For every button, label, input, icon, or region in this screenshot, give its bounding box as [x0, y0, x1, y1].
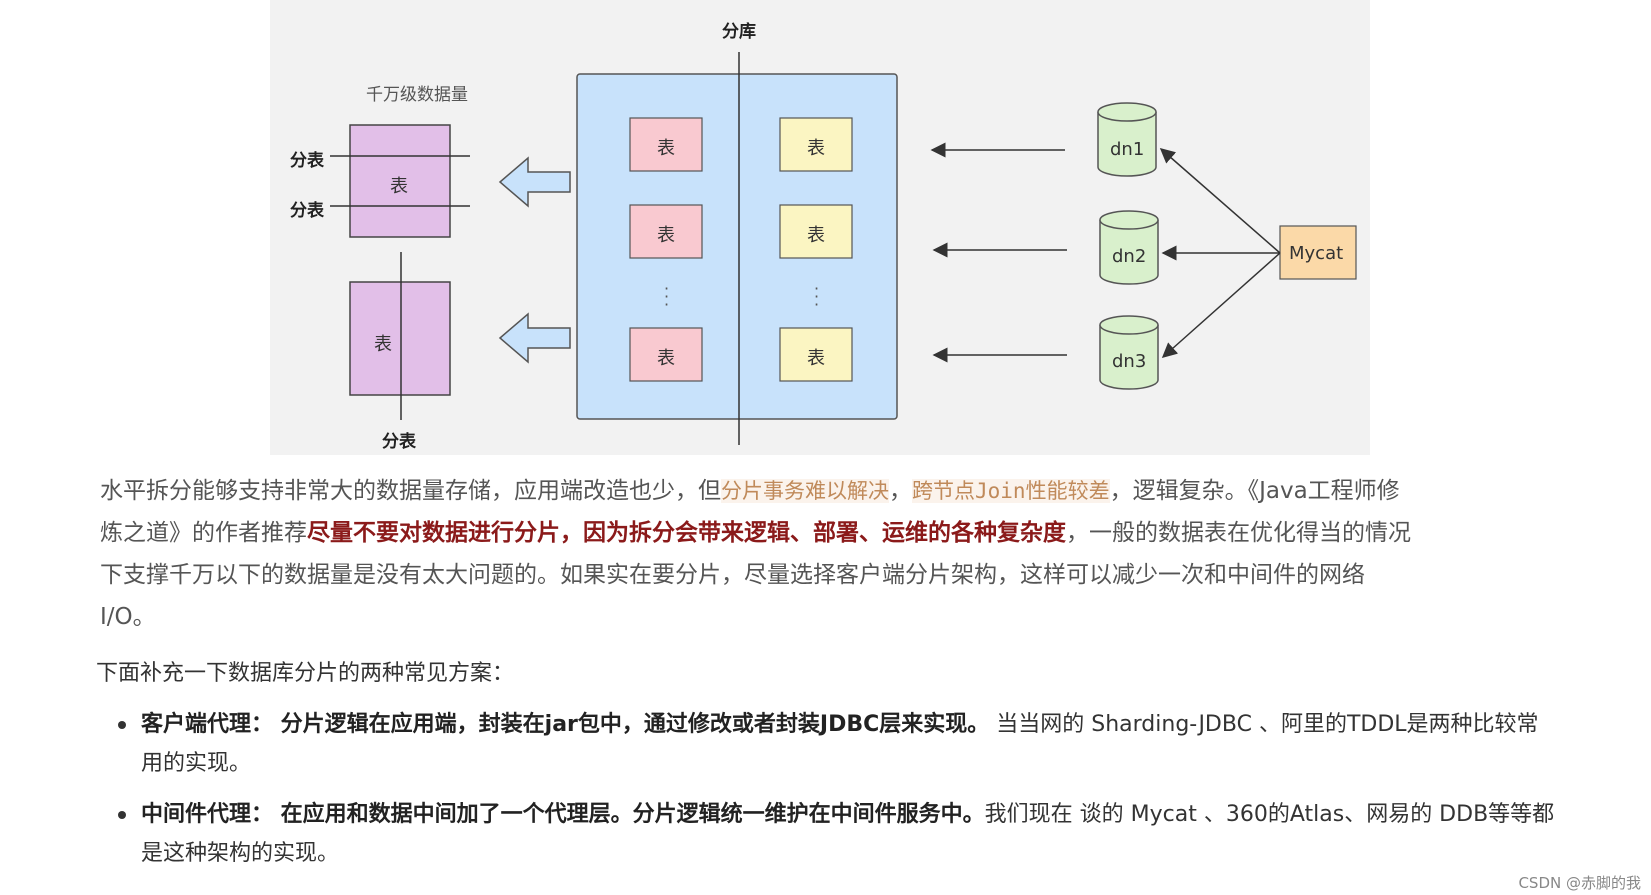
table-label-purple-2: 表: [374, 334, 392, 355]
intro-text: 下面补充一下数据库分片的两种常见方案：: [96, 661, 515, 686]
list-item-text: 我们现在 谈的 Mycat 、360的Atlas、网易的 DDB等等都是这种架构…: [141, 802, 1555, 866]
table-label-purple-1: 表: [390, 176, 408, 197]
list-item-bold: 客户端代理： 分片逻辑在应用端，封装在jar包中，通过修改或者封装JDBC层来实…: [141, 712, 990, 737]
quote-part3: ，一般的数据表在优化得当的情况下支撑千万以下的数据量是没有太大问题的。如果实在要…: [100, 520, 1411, 630]
table-label-yellow-1: 表: [807, 138, 825, 159]
arrow-left-2: [498, 312, 571, 364]
arrow-mycat-dn1: [1159, 148, 1281, 254]
list-item: 中间件代理： 在应用和数据中间加了一个代理层。分片逻辑统一维护在中间件服务中。我…: [96, 795, 1556, 873]
csdn-watermark: CSDN @赤脚的我: [1518, 874, 1641, 892]
pink-table-2: [629, 204, 703, 259]
horizontal-split-paragraph: 水平拆分能够支持非常大的数据量存储，应用端改造也少，但分片事务难以解决，跨节点J…: [100, 470, 1420, 638]
ellipsis-yellow: ···: [814, 279, 820, 314]
yellow-table-3: [779, 327, 853, 382]
arrow-mycat-dn3: [1161, 252, 1281, 358]
ellipsis-pink: ···: [664, 279, 670, 314]
horizontal-table-lower: [349, 281, 451, 396]
quote-emphasis: 尽量不要对数据进行分片，因为拆分会带来逻辑、部署、运维的各种复杂度: [307, 520, 1066, 546]
table-label-yellow-3: 表: [807, 348, 825, 369]
quote-sep: ，: [889, 478, 912, 504]
db-split-label: 分库: [722, 22, 756, 42]
list-item: 客户端代理： 分片逻辑在应用端，封装在jar包中，通过修改或者封装JDBC层来实…: [96, 705, 1556, 783]
code-transaction: 分片事务难以解决: [721, 479, 889, 503]
quote-part1: 水平拆分能够支持非常大的数据量存储，应用端改造也少，但: [100, 478, 721, 504]
pink-table-3: [629, 327, 703, 382]
list-item-text: 当当网的 Sharding-JDBC 、阿里的TDDL是两种比较常用的实现。: [141, 712, 1539, 776]
volume-label: 千万级数据量: [366, 85, 468, 105]
diagram-canvas: [330, 52, 1357, 445]
table-label-yellow-2: 表: [807, 225, 825, 246]
node-label-dn2: dn2: [1112, 246, 1147, 267]
cylinder-dn1: [1097, 102, 1157, 177]
split-label-3: 分表: [382, 432, 416, 452]
split-label-1: 分表: [290, 151, 324, 171]
sharding-diagram: 分库 千万级数据量 分表 分表 分表 表 表 表 表 表 表 表 表 ··· ·…: [270, 0, 1370, 455]
table-label-pink-3: 表: [657, 348, 675, 369]
cylinder-dn3: [1099, 315, 1159, 390]
yellow-table-1: [779, 117, 853, 172]
pink-table-1: [629, 117, 703, 172]
table-label-pink-2: 表: [657, 225, 675, 246]
solution-list: 客户端代理： 分片逻辑在应用端，封装在jar包中，通过修改或者封装JDBC层来实…: [96, 705, 1556, 885]
node-label-dn1: dn1: [1110, 139, 1145, 160]
node-label-dn3: dn3: [1112, 351, 1147, 372]
arrow-left-1: [498, 156, 571, 208]
list-item-bold: 中间件代理： 在应用和数据中间加了一个代理层。分片逻辑统一维护在中间件服务中。: [141, 802, 985, 827]
horizontal-table-upper: [349, 124, 451, 238]
quote-part2: ，逻辑复杂。《Java工程师修炼之道》的作者推荐: [100, 478, 1400, 546]
table-label-pink-1: 表: [657, 138, 675, 159]
split-label-2: 分表: [290, 201, 324, 221]
cylinder-dn2: [1099, 210, 1159, 285]
code-join: 跨节点Join性能较差: [912, 479, 1110, 503]
yellow-table-2: [779, 204, 853, 259]
mycat-label: Mycat: [1289, 243, 1344, 264]
